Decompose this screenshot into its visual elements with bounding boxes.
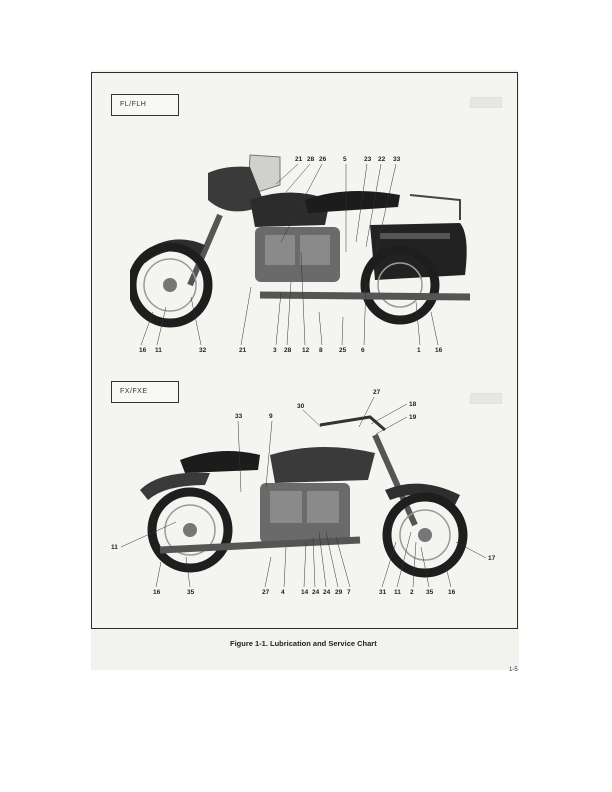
callout-number: 24 [323, 589, 331, 596]
callout-number: 35 [426, 589, 434, 596]
callout-number: 27 [262, 589, 270, 596]
callout-number: 33 [235, 413, 243, 420]
callout-number: 32 [199, 347, 207, 354]
callout-number: 28 [307, 156, 315, 163]
callout-number: 30 [297, 403, 305, 410]
callout-number: 16 [139, 347, 147, 354]
callouts-top-row: 27 30 18 19 33 9 [235, 389, 417, 421]
callout-number: 6 [361, 347, 365, 354]
callouts-bottom-row: 16 11 32 21 3 28 12 8 25 6 1 16 [139, 347, 443, 354]
faded-tab [470, 393, 502, 404]
callout-number: 21 [239, 347, 247, 354]
callout-number: 35 [187, 589, 195, 596]
callout-number: 11 [155, 347, 162, 354]
callout-number: 22 [378, 156, 386, 163]
fx-fxe-motorcycle-illustration [140, 415, 468, 578]
fx-fxe-callouts: 27 30 18 19 33 9 11 17 16 35 27 4 14 24 … [111, 389, 496, 596]
callout-number: 4 [281, 589, 285, 596]
model-label-fl-flh: FL/FLH [111, 94, 179, 116]
callout-number: 21 [295, 156, 303, 163]
callout-number: 25 [339, 347, 347, 354]
callout-number: 14 [301, 589, 309, 596]
callout-number: 19 [409, 414, 417, 421]
callout-number: 9 [269, 413, 273, 420]
callout-number: 24 [312, 589, 320, 596]
callout-number: 26 [319, 156, 327, 163]
callouts-bottom-row: 16 35 27 4 14 24 24 29 7 31 11 2 35 16 [153, 589, 456, 596]
callout-number: 11 [394, 589, 401, 596]
callout-number: 31 [379, 589, 387, 596]
callout-number: 16 [448, 589, 456, 596]
callout-number: 8 [319, 347, 323, 354]
callout-number: 2 [410, 589, 414, 596]
model-label-fx-fxe: FX/FXE [111, 381, 179, 403]
callout-number: 17 [488, 555, 496, 562]
callout-number: 18 [409, 401, 417, 408]
faded-tab [470, 97, 502, 108]
callout-number: 3 [273, 347, 277, 354]
callout-number: 16 [435, 347, 443, 354]
callout-number: 33 [393, 156, 401, 163]
callout-number: 23 [364, 156, 372, 163]
callout-number: 27 [373, 389, 381, 396]
callouts-side: 11 17 [111, 544, 496, 562]
callout-number: 1 [417, 347, 421, 354]
callouts-top-row: 21 28 26 5 23 22 33 [295, 156, 401, 163]
callout-number: 16 [153, 589, 161, 596]
figure-caption: Figure 1-1. Lubrication and Service Char… [230, 639, 377, 648]
page-number: 1-5 [509, 667, 518, 673]
callout-number: 7 [347, 589, 351, 596]
callout-number: 29 [335, 589, 343, 596]
callout-number: 28 [284, 347, 292, 354]
fl-flh-callouts: 21 28 26 5 23 22 33 16 11 32 21 3 28 12 … [139, 156, 443, 354]
callout-number: 11 [111, 544, 118, 551]
callout-number: 12 [302, 347, 310, 354]
callout-number: 5 [343, 156, 347, 163]
fl-flh-motorcycle-illustration [130, 154, 471, 328]
